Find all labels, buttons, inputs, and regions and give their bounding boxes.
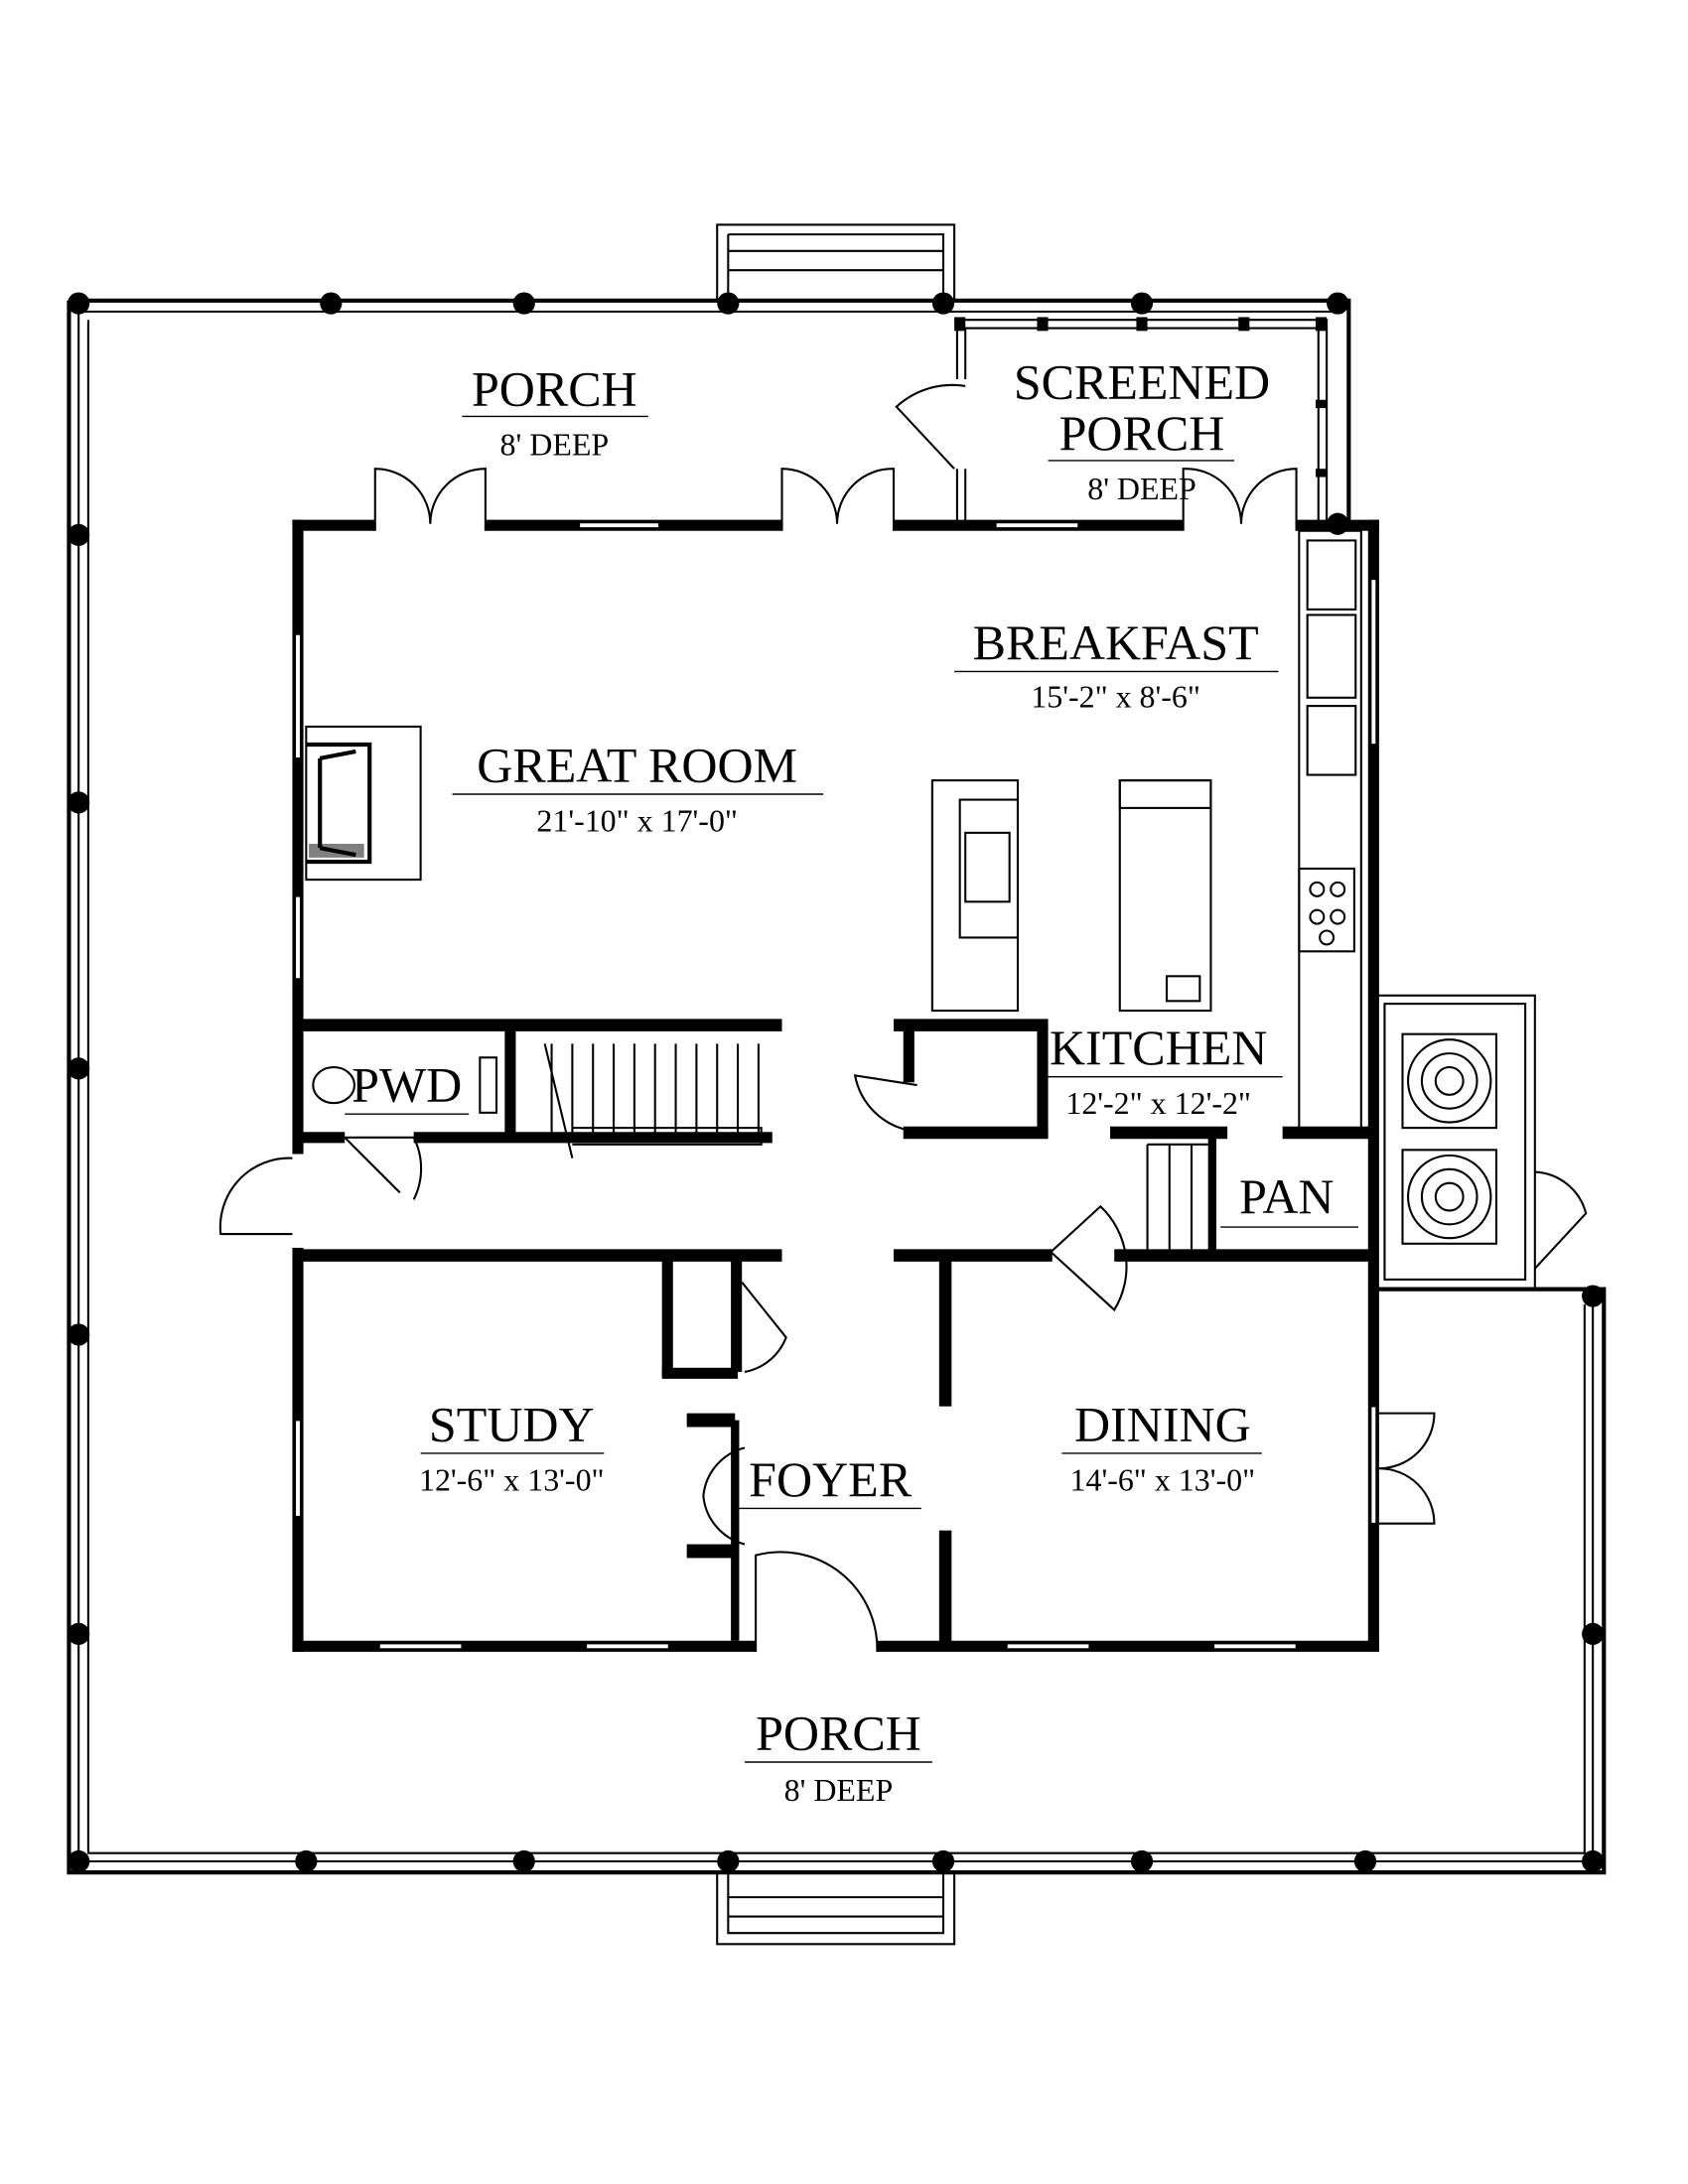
porch-edge-inner: [77, 310, 1595, 1863]
room-name: GREAT ROOM: [477, 738, 797, 793]
room-size: 12'-2" x 12'-2": [1065, 1086, 1251, 1121]
column: [1582, 1285, 1605, 1307]
column: [68, 1849, 90, 1873]
step-treads: [727, 1872, 945, 1935]
screen-door-swing: [895, 383, 966, 470]
room-name-line1: SCREENED: [1014, 353, 1270, 409]
peninsula-counter: [930, 779, 1020, 1013]
column: [1130, 292, 1154, 315]
wall-cabinets: [1298, 529, 1362, 1132]
column: [717, 1849, 740, 1873]
column: [68, 1057, 90, 1080]
porch-columns: [68, 292, 1605, 1873]
vanity: [479, 1056, 498, 1114]
room-label-powder: PWD: [345, 1057, 470, 1115]
staircase: [543, 1043, 763, 1159]
window: [578, 521, 660, 529]
room-label-foyer: FOYER: [738, 1451, 921, 1510]
window: [1369, 578, 1377, 746]
column: [68, 292, 90, 315]
room-name: FOYER: [749, 1451, 913, 1507]
column: [931, 1849, 955, 1873]
column: [512, 292, 535, 315]
column: [1582, 1622, 1605, 1645]
room-label-dining: DINING 14'-6" x 13'-0": [1061, 1396, 1262, 1497]
room-name: STUDY: [429, 1396, 595, 1451]
fireplace: [305, 725, 422, 882]
room-size: 8' DEEP: [1087, 472, 1196, 506]
room-label-great-room: GREAT ROOM 21'-10" x 17'-0": [452, 738, 824, 839]
room-size: 15'-2" x 8'-6": [1031, 680, 1200, 715]
ac-unit: [1401, 1149, 1497, 1245]
column: [1353, 1849, 1377, 1873]
mechanical-pad: [1373, 994, 1588, 1291]
column: [68, 791, 90, 814]
column: [68, 523, 90, 546]
window: [994, 521, 1079, 529]
room-label-pantry: PAN: [1220, 1168, 1359, 1228]
ac-unit: [1401, 1032, 1497, 1130]
room-name: PAN: [1239, 1168, 1334, 1224]
room-name: PORCH: [472, 360, 637, 416]
sink: [964, 831, 1011, 903]
window: [378, 1642, 464, 1650]
screened-porch-screens: [895, 317, 1329, 524]
room-name: PORCH: [756, 1706, 921, 1761]
column: [68, 1622, 90, 1645]
column: [295, 1849, 318, 1873]
room-label-porch-front: PORCH 8' DEEP: [745, 1706, 932, 1808]
doors[interactable]: [218, 468, 1436, 1652]
room-name: DINING: [1074, 1396, 1251, 1451]
step-frame: [716, 1871, 956, 1946]
window: [1006, 1642, 1091, 1650]
column: [931, 292, 955, 315]
room-label-breakfast: BREAKFAST 15'-2" x 8'-6": [954, 614, 1279, 715]
room-name: BREAKFAST: [973, 614, 1259, 670]
column: [717, 292, 740, 315]
window: [294, 894, 302, 980]
step-treads: [727, 233, 945, 301]
room-size: 8' DEEP: [784, 1773, 894, 1808]
range: [1298, 867, 1355, 953]
room-size: 14'-6" x 13'-0": [1070, 1462, 1256, 1497]
room-label-kitchen: KITCHEN 12'-2" x 12'-2": [1037, 1020, 1283, 1121]
room-name: PWD: [352, 1057, 462, 1113]
exterior-walls: [292, 519, 1379, 1652]
column: [1130, 1849, 1154, 1873]
front-steps: [716, 1871, 956, 1946]
window: [1369, 1405, 1377, 1525]
kitchen-fixtures: [930, 529, 1362, 1132]
room-size: 21'-10" x 17'-0": [536, 803, 738, 838]
window: [1212, 1642, 1298, 1650]
powder-fixtures: [312, 1056, 498, 1114]
toilet: [312, 1065, 355, 1105]
column: [1582, 1849, 1605, 1873]
room-label-porch-rear: PORCH 8' DEEP: [462, 360, 648, 462]
step-frame: [716, 223, 956, 302]
window: [294, 633, 302, 759]
column: [1327, 292, 1349, 315]
window: [585, 1642, 670, 1650]
room-label-screened-porch: SCREENED PORCH 8' DEEP: [1014, 353, 1270, 505]
rear-steps: [716, 223, 956, 302]
rear-stairs: [1146, 1143, 1208, 1250]
room-size: 12'-6" x 13'-0": [419, 1462, 605, 1497]
room-label-study: STUDY 12'-6" x 13'-0": [419, 1396, 605, 1497]
room-size: 8' DEEP: [500, 427, 610, 462]
column: [68, 1323, 90, 1346]
prep-sink: [1165, 975, 1201, 1003]
room-name-line2: PORCH: [1059, 405, 1225, 461]
window: [294, 1419, 302, 1518]
room-name: KITCHEN: [1050, 1020, 1267, 1075]
column: [512, 1849, 535, 1873]
column: [320, 292, 343, 315]
